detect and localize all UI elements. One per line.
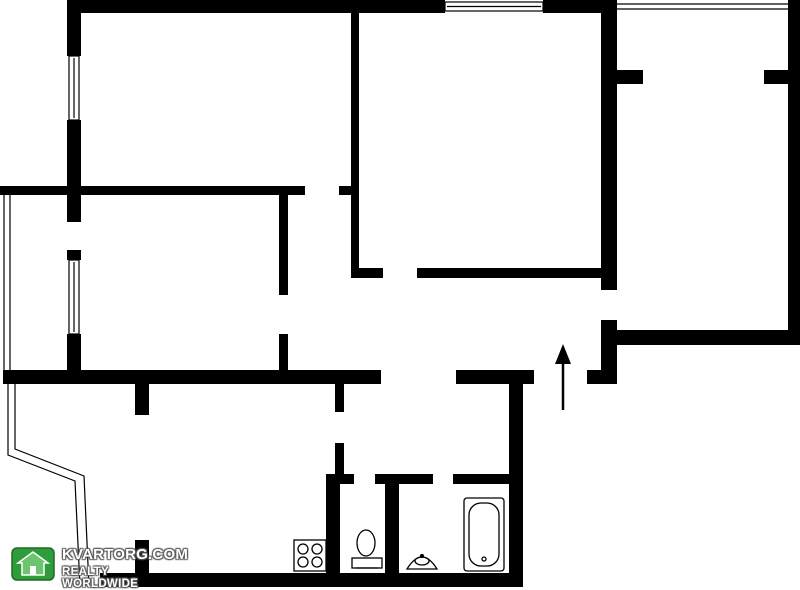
balcony-outline: [7, 384, 81, 587]
window: [444, 1, 544, 12]
windows: [3, 1, 788, 587]
wall: [335, 384, 344, 412]
stove-icon: [293, 539, 327, 572]
wall: [351, 268, 383, 278]
wall: [326, 474, 354, 484]
entrance-arrow: [555, 344, 571, 410]
wall: [100, 573, 523, 587]
window: [68, 259, 80, 335]
wall: [67, 0, 81, 56]
wall: [326, 481, 340, 587]
bathtub-icon: [463, 497, 505, 572]
wall: [764, 70, 790, 84]
wall: [67, 120, 81, 222]
wall: [788, 0, 800, 345]
wall: [351, 13, 359, 278]
wall: [67, 0, 445, 13]
wall: [385, 474, 399, 587]
wall: [601, 0, 617, 290]
window: [68, 55, 80, 121]
wall: [279, 195, 288, 295]
wall: [339, 186, 357, 195]
watermark-tagline: REALTY WORLDWIDE: [62, 566, 139, 590]
wall: [375, 474, 433, 484]
wall: [335, 443, 344, 481]
wall: [67, 250, 81, 260]
wall: [67, 334, 81, 370]
wall: [135, 540, 149, 573]
wall: [0, 186, 305, 195]
wall: [617, 70, 643, 84]
wall: [453, 474, 513, 484]
wall: [543, 0, 617, 13]
sink-icon: [405, 553, 439, 570]
toilet-icon: [351, 529, 383, 569]
wall: [135, 384, 149, 415]
wall: [509, 370, 523, 587]
wall: [3, 370, 381, 384]
wall: [279, 334, 288, 370]
house-icon: [11, 547, 55, 581]
watermark-brand: KVARTORG.COM: [62, 546, 189, 563]
wall: [587, 370, 617, 384]
wall: [417, 268, 603, 278]
watermark: KVARTORG.COM REALTY WORLDWIDE: [10, 544, 189, 590]
wall: [601, 330, 800, 345]
